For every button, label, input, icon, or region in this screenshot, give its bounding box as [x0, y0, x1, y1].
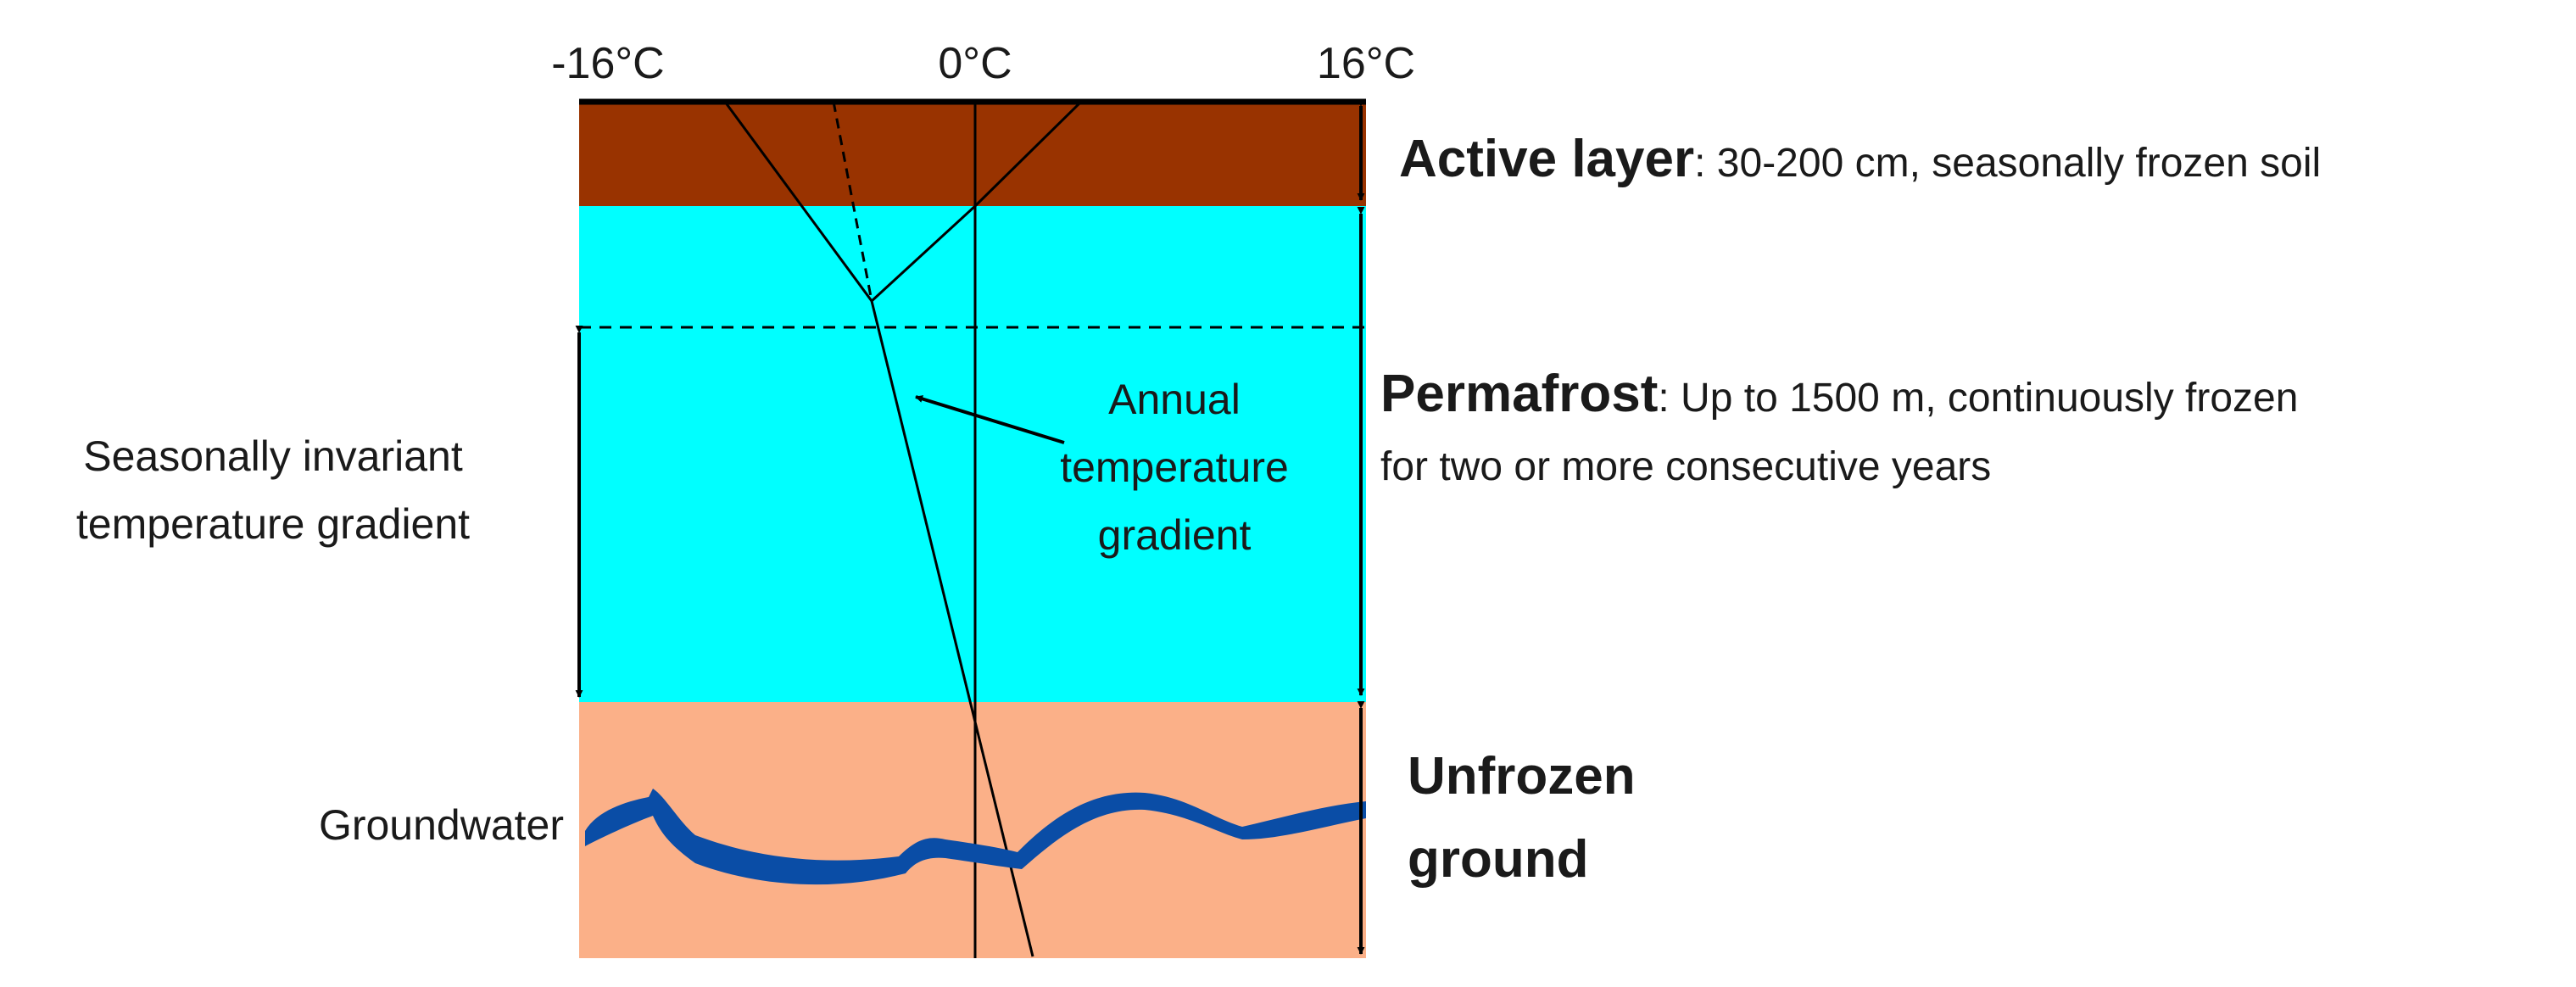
active-layer-title: Active layer: [1399, 130, 1694, 188]
active-layer-band: [579, 100, 1366, 206]
unfrozen-title-line1: Unfrozen: [1408, 747, 1636, 806]
permafrost-band: [579, 206, 1366, 702]
active-layer-description: : 30-200 cm, seasonally frozen soil: [1694, 141, 2321, 186]
annual-gradient-pointer-arrow: [915, 395, 1065, 444]
permafrost-caption: Permafrost: Up to 1500 m, continuously f…: [1380, 365, 2298, 423]
permafrost-description-line2: for two or more consecutive years: [1380, 444, 1991, 489]
annual-label-line3: gradient: [1098, 511, 1252, 559]
winter-temperature-line: [723, 101, 873, 302]
groundwater-band: [585, 789, 1366, 885]
active-layer-caption: Active layer: 30-200 cm, seasonally froz…: [1399, 130, 2321, 188]
permafrost-title: Permafrost: [1380, 365, 1658, 423]
axis-min-label: -16°C: [551, 39, 665, 88]
axis-max-label: 16°C: [1317, 39, 1415, 88]
invariant-label-line2: temperature gradient: [76, 500, 470, 548]
annual-label-line2: temperature: [1060, 443, 1289, 491]
axis-zero-label: 0°C: [938, 39, 1012, 88]
annual-label-line1: Annual: [1108, 376, 1241, 423]
permafrost-description-line1: : Up to 1500 m, continuously frozen: [1658, 376, 2298, 421]
unfrozen-title-line2: ground: [1408, 830, 1589, 889]
summer-temperature-line-lower: [870, 204, 977, 303]
geothermal-gradient-line: [870, 300, 1034, 957]
summer-temperature-line-upper: [973, 100, 1083, 208]
invariant-label-line1: Seasonally invariant: [83, 432, 463, 480]
groundwater-label: Groundwater: [319, 801, 564, 849]
